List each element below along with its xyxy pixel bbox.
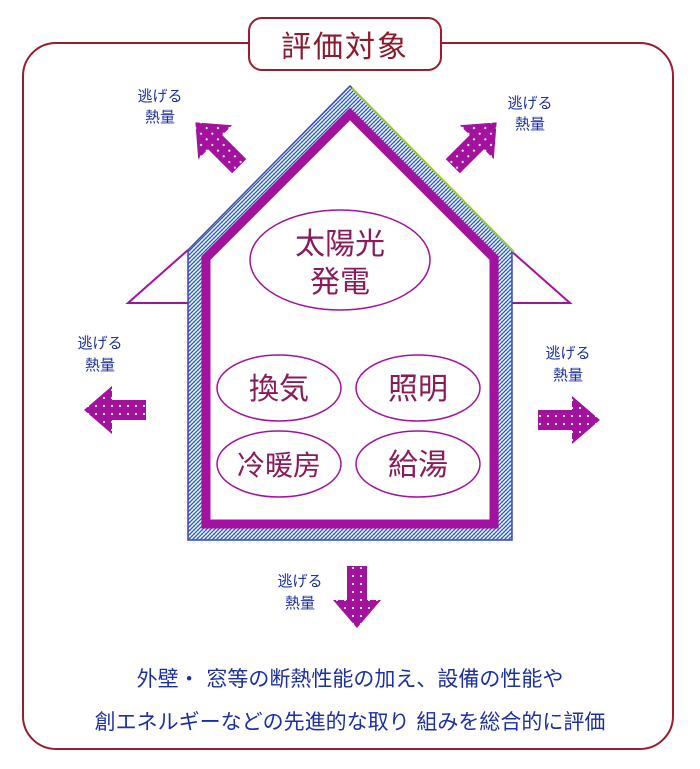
heat-loss-line1: 逃げる xyxy=(137,87,182,105)
title-box: 評価対象 xyxy=(248,17,442,71)
heat-loss-line2: 熱量 xyxy=(515,115,545,133)
heat-loss-label-bottom: 逃げる 熱量 xyxy=(277,572,322,612)
title: 評価対象 xyxy=(281,30,409,65)
heat-loss-line2: 熱量 xyxy=(285,594,315,612)
lighting-label: 照明 xyxy=(388,372,448,407)
roof-eave-left xyxy=(125,249,190,304)
solar-label-line1: 太陽光 xyxy=(295,227,385,262)
heat-loss-line1: 逃げる xyxy=(507,94,552,112)
ventilation-label: 換気 xyxy=(249,372,309,407)
heat-loss-line1: 逃げる xyxy=(545,344,590,362)
caption-line2: 創エネルギーなどの先進的な取り 組みを総合的に評価 xyxy=(94,710,606,734)
heat-loss-line2: 熱量 xyxy=(85,356,115,374)
ventilation-ellipse xyxy=(216,354,342,422)
caption-line1: 外壁・ 窓等の断熱性能の加え、設備の性能や xyxy=(136,667,564,691)
heat-loss-line1: 逃げる xyxy=(277,572,322,590)
heating-cooling-label: 冷暖房 xyxy=(237,449,321,482)
heating-cooling-ellipse xyxy=(216,430,342,498)
heat-loss-line2: 熱量 xyxy=(145,108,175,126)
heat-loss-line2: 熱量 xyxy=(553,366,583,384)
solar-label-line2: 発電 xyxy=(310,265,370,300)
solar-ellipse xyxy=(249,209,431,311)
heat-loss-label-left: 逃げる 熱量 xyxy=(77,334,122,374)
hot-water-label: 給湯 xyxy=(388,448,448,483)
arrow-right-icon xyxy=(538,396,600,444)
arrow-left-icon xyxy=(84,386,146,434)
heat-loss-line1: 逃げる xyxy=(77,334,122,352)
arrow-down-icon xyxy=(333,566,381,628)
roof-edge-highlight xyxy=(351,87,515,253)
arrow-up-right-icon xyxy=(445,122,497,174)
heat-loss-label-top-right: 逃げる 熱量 xyxy=(507,94,552,133)
roof-eave-right xyxy=(508,249,573,304)
lighting-ellipse xyxy=(355,354,481,422)
hot-water-ellipse xyxy=(355,430,481,498)
heat-loss-label-right: 逃げる 熱量 xyxy=(545,344,590,384)
arrow-up-left-icon xyxy=(195,122,247,174)
heat-loss-label-top-left: 逃げる 熱量 xyxy=(137,87,182,126)
